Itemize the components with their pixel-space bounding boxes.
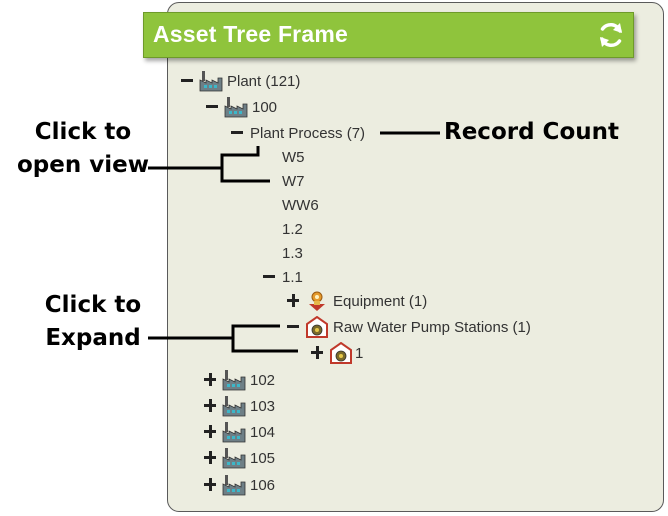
tree-leaf-w5[interactable]: W5 [282, 146, 305, 168]
expand-toggle[interactable] [203, 448, 217, 468]
tree-node-equipment[interactable]: Equipment (1) [286, 290, 427, 312]
expand-toggle[interactable] [310, 343, 324, 363]
annotation-click-to-open-view: Click to open view [8, 116, 158, 182]
tree-leaf-label[interactable]: 1.2 [282, 220, 303, 238]
tree-node-104[interactable]: 104 [203, 421, 275, 443]
annotation-line: open view [17, 152, 149, 178]
tree-node-1-1[interactable]: 1.1 [262, 266, 303, 288]
tree-leaf-1-3[interactable]: 1.3 [282, 242, 303, 264]
factory-icon [222, 369, 246, 391]
factory-icon [222, 474, 246, 496]
tree-node-102[interactable]: 102 [203, 369, 275, 391]
collapse-toggle[interactable] [205, 97, 219, 117]
tree-leaf-w7[interactable]: W7 [282, 170, 305, 192]
tree-leaf-label[interactable]: WW6 [282, 196, 319, 214]
asset-tree-panel [167, 2, 664, 512]
annotation-line: Click to [34, 119, 132, 145]
factory-icon [199, 70, 223, 92]
tree-leaf-1-2[interactable]: 1.2 [282, 218, 303, 240]
tree-node-label[interactable]: Raw Water Pump Stations (1) [333, 318, 531, 336]
tree-node-label[interactable]: Equipment (1) [333, 292, 428, 310]
tree-node-label[interactable]: 1.1 [282, 268, 303, 286]
tree-node-label[interactable]: 104 [250, 423, 276, 441]
tree-node-label[interactable]: Plant Process (7) [250, 124, 366, 142]
tree-node-106[interactable]: 106 [203, 474, 275, 496]
expand-toggle[interactable] [203, 370, 217, 390]
collapse-toggle[interactable] [286, 317, 300, 337]
tree-node-label[interactable]: 102 [250, 371, 276, 389]
expand-toggle[interactable] [286, 291, 300, 311]
tree-node-103[interactable]: 103 [203, 395, 275, 417]
expand-toggle[interactable] [203, 396, 217, 416]
factory-icon [224, 96, 248, 118]
expand-toggle[interactable] [203, 422, 217, 442]
pump-station-icon [329, 341, 353, 364]
annotation-line: Expand [45, 325, 141, 351]
tree-node-label[interactable]: 106 [250, 476, 276, 494]
refresh-icon[interactable] [595, 19, 627, 51]
expand-toggle[interactable] [203, 475, 217, 495]
collapse-toggle[interactable] [262, 267, 276, 287]
annotation-line: Record Count [444, 119, 619, 145]
tree-node-raw-water-pump-stations[interactable]: Raw Water Pump Stations (1) [286, 315, 531, 338]
tree-node-105[interactable]: 105 [203, 447, 275, 469]
tree-node-plant-process[interactable]: Plant Process (7) [230, 122, 365, 144]
tree-node-label[interactable]: 103 [250, 397, 276, 415]
tree-node-plant[interactable]: Plant (121) [180, 70, 300, 92]
tree-leaf-ww6[interactable]: WW6 [282, 194, 319, 216]
pump-station-icon [305, 315, 329, 338]
tree-node-label[interactable]: 105 [250, 449, 276, 467]
annotation-line: Click to [44, 292, 142, 318]
tree-node-station-1[interactable]: 1 [310, 341, 364, 364]
tree-node-label[interactable]: Plant (121) [227, 72, 301, 90]
panel-title: Asset Tree Frame [153, 21, 348, 47]
asset-tree-titlebar: Asset Tree Frame [143, 12, 634, 58]
collapse-toggle[interactable] [180, 71, 194, 91]
collapse-toggle[interactable] [230, 123, 244, 143]
factory-icon [222, 421, 246, 443]
equipment-icon [305, 290, 329, 312]
tree-leaf-label[interactable]: 1.3 [282, 244, 303, 262]
tree-node-label[interactable]: 1 [355, 344, 364, 362]
tree-leaf-label[interactable]: W5 [282, 148, 305, 166]
tree-node-label[interactable]: 100 [252, 98, 278, 116]
factory-icon [222, 395, 246, 417]
annotation-click-to-expand: Click to Expand [8, 289, 178, 355]
tree-leaf-label[interactable]: W7 [282, 172, 305, 190]
factory-icon [222, 447, 246, 469]
tree-node-100[interactable]: 100 [205, 96, 277, 118]
annotation-record-count: Record Count [444, 116, 634, 149]
